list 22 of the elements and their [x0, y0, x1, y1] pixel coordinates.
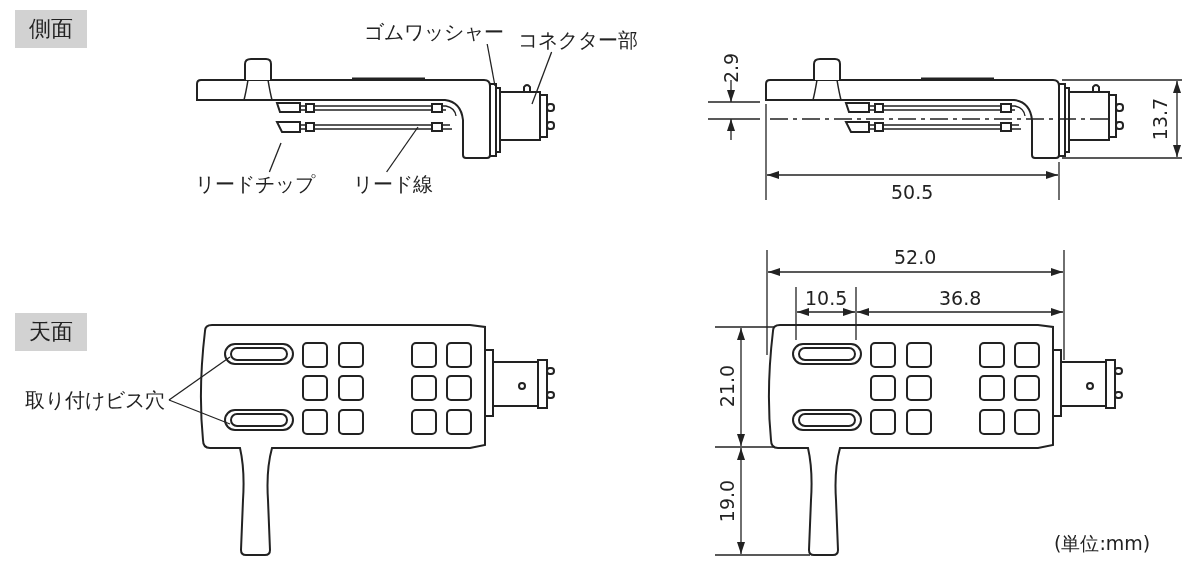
- leader-line: [168, 356, 231, 401]
- dimension-label: 10.5: [805, 287, 848, 309]
- dimension-label: 36.8: [939, 287, 982, 309]
- dimension-label: 50.5: [891, 181, 934, 203]
- leader-line: [168, 399, 231, 425]
- part-label: ゴムワッシャー: [364, 20, 504, 44]
- dimension-label: 13.7: [1149, 97, 1172, 141]
- part-label: コネクター部: [518, 28, 638, 52]
- part-label: 取り付けビス穴: [25, 388, 165, 412]
- dimension-label: 2.9: [720, 52, 743, 84]
- section-heading: 天面: [15, 313, 87, 351]
- section-heading: 側面: [15, 10, 87, 48]
- leader-line: [531, 51, 553, 105]
- dimension-label: 52.0: [894, 246, 937, 268]
- unit-note: (単位:mm): [1054, 532, 1151, 554]
- part-label: リードチップ: [195, 172, 315, 196]
- leader-line: [385, 126, 419, 173]
- leader-line: [486, 43, 496, 87]
- leader-line: [268, 142, 282, 173]
- part-label: リード線: [353, 172, 433, 196]
- dimension-label: 19.0: [716, 479, 739, 523]
- dimension-label: 21.0: [716, 364, 739, 408]
